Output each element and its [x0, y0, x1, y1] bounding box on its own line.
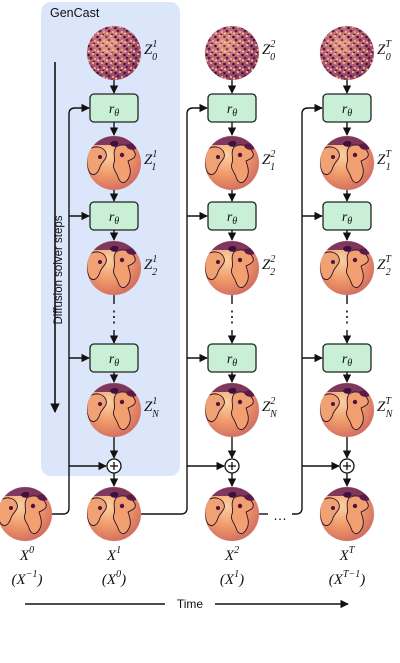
- sum-node: [339, 458, 355, 474]
- prev-state-label: (X1): [220, 569, 244, 588]
- block-label: rθ: [227, 352, 237, 369]
- sum-node: [224, 458, 240, 474]
- denoiser-block: rθ: [322, 343, 372, 373]
- denoiser-block: rθ: [89, 201, 139, 231]
- block-label: rθ: [109, 210, 119, 227]
- noise-globe: [86, 25, 142, 81]
- column-ellipsis: …: [273, 507, 287, 523]
- state-label: X0: [19, 545, 34, 564]
- state-label: XT: [339, 545, 356, 564]
- input-globe: [0, 486, 53, 542]
- state-label: X1: [106, 545, 121, 564]
- block-label: rθ: [342, 102, 352, 119]
- latent-globe: [204, 135, 260, 191]
- prev-state-label: (X0): [102, 569, 126, 588]
- vertical-ellipsis: ⋮: [339, 309, 355, 326]
- latent-globe: [86, 382, 142, 438]
- latent-globe: [204, 240, 260, 296]
- noise-globe: [319, 25, 375, 81]
- denoiser-block: rθ: [322, 201, 372, 231]
- block-label: rθ: [109, 352, 119, 369]
- block-label: rθ: [342, 352, 352, 369]
- condition-rail: [141, 103, 208, 515]
- noise-globe: [204, 25, 260, 81]
- prev-state-label: (X−1): [12, 569, 43, 588]
- block-label: rθ: [342, 210, 352, 227]
- denoiser-block: rθ: [89, 93, 139, 123]
- latent-globe: [319, 240, 375, 296]
- nodes: rθ rθ rθ rθ rθ rθ rθ rθ rθ: [0, 25, 375, 542]
- vertical-ellipsis: ⋮: [106, 309, 122, 326]
- denoiser-block: rθ: [322, 93, 372, 123]
- condition-rail: [52, 103, 90, 515]
- output-globe: [86, 486, 142, 542]
- output-globe: [204, 486, 260, 542]
- block-label: rθ: [109, 102, 119, 119]
- denoiser-block: rθ: [207, 343, 257, 373]
- condition-rail: [292, 507, 303, 515]
- latent-globe: [86, 240, 142, 296]
- state-label: X2: [224, 545, 239, 564]
- latent-globe: [204, 382, 260, 438]
- latent-globe: [319, 382, 375, 438]
- gencast-panel-title: GenCast: [50, 6, 100, 20]
- block-label: rθ: [227, 102, 237, 119]
- latent-globe: [86, 135, 142, 191]
- prev-state-label: (XT−1): [329, 569, 365, 588]
- sum-node: [106, 458, 122, 474]
- output-globe: [319, 486, 375, 542]
- denoiser-block: rθ: [207, 93, 257, 123]
- latent-globe: [319, 135, 375, 191]
- condition-rail: [301, 103, 323, 508]
- block-label: rθ: [227, 210, 237, 227]
- vertical-ellipsis: ⋮: [224, 309, 240, 326]
- time-label: Time: [177, 597, 204, 611]
- diffusion-steps-label: Diffusion solver steps: [53, 215, 65, 324]
- denoiser-block: rθ: [207, 201, 257, 231]
- connectors: [52, 80, 352, 515]
- denoiser-block: rθ: [89, 343, 139, 373]
